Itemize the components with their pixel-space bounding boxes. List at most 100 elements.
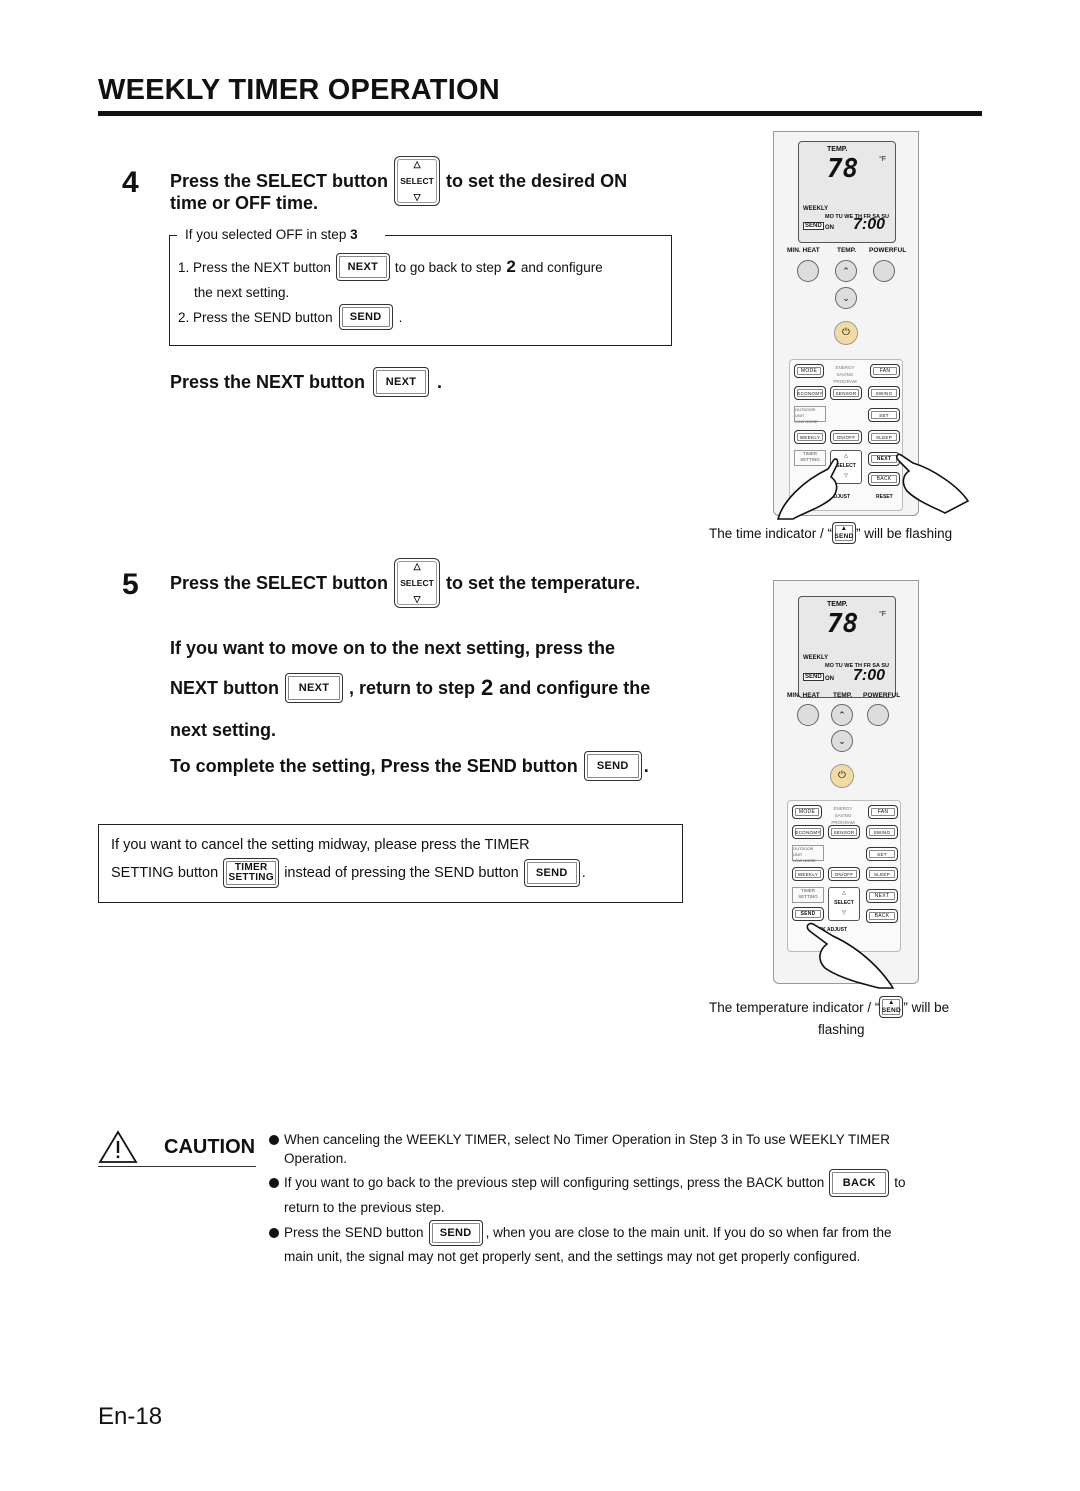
step-5-move-a: If you want to move on to the next setti… <box>170 638 616 658</box>
time-caption-a: The time indicator / “ <box>709 525 833 541</box>
on-off-button[interactable]: ON/OFF <box>830 430 862 444</box>
outdoor-text: OUTDOOR UNIT <box>793 846 814 857</box>
next-button-icon: NEXT <box>284 673 343 703</box>
lcd-send-indicator: SEND <box>803 222 824 230</box>
setting-text: SETTING <box>798 894 818 899</box>
energy-saving-text: ENERGY SAVING <box>833 806 853 818</box>
fan-button[interactable]: FAN <box>868 805 898 819</box>
fan-button[interactable]: FAN <box>870 364 900 378</box>
min-heat-label: MIN. HEAT <box>787 247 820 254</box>
powerful-button[interactable] <box>873 260 895 282</box>
caution-bullet-2: If you want to go back to the previous s… <box>269 1169 906 1197</box>
temp-up-button[interactable]: ⌃ <box>831 704 853 726</box>
select-label: SELECT <box>400 578 434 588</box>
lcd-days: MO TU WE TH FR SA SU <box>825 214 889 220</box>
select-button-icon: △SELECT▽ <box>394 156 441 206</box>
power-button[interactable]: ⏻ <box>834 321 858 345</box>
program-text: PROGRAM <box>833 379 857 384</box>
caution-2-c: return to the previous step. <box>284 1200 445 1215</box>
select-button-icon: △SELECT▽ <box>394 558 441 608</box>
back-button[interactable]: BACK <box>868 472 900 486</box>
step-4-number: 4 <box>122 166 139 199</box>
step-5-move-d: and configure the <box>499 677 651 698</box>
swing-button[interactable]: SWING <box>866 825 898 839</box>
off-note-item-1-c: and configure <box>520 259 603 275</box>
temp-label: TEMP. <box>837 247 857 254</box>
step-5-move-e: next setting. <box>170 720 277 740</box>
select-button[interactable]: △SELECT▽ <box>828 887 860 921</box>
cancel-note-d: . <box>581 865 586 881</box>
next-button[interactable]: NEXT <box>866 889 898 903</box>
min-heat-button[interactable] <box>797 260 819 282</box>
time-caption-b: ” will be flashing <box>856 525 953 541</box>
lcd-temp-label: TEMP. <box>827 146 848 153</box>
next-button-icon: NEXT <box>373 367 430 397</box>
off-note-item-2-a: 2. Press the SEND button <box>178 309 333 325</box>
caution-3-b: , when you are close to the main unit. I… <box>485 1225 892 1240</box>
remote-lcd: TEMP. 78 °F WEEKLY MO TU WE TH FR SA SU … <box>798 141 896 243</box>
step-5-heading-b: to set the temperature. <box>446 572 641 593</box>
step-4-heading-c: time or OFF time. <box>170 193 319 213</box>
weekly-button[interactable]: WEEKLY <box>792 867 824 881</box>
remote-illustration-2: TEMP. 78 °F WEEKLY MO TU WE TH FR SA SU … <box>773 580 919 989</box>
send-button-icon: SEND <box>338 304 393 330</box>
back-button-icon: BACK <box>829 1169 890 1197</box>
step-5-heading: Press the SELECT button △SELECT▽ to set … <box>170 555 640 611</box>
set-button[interactable]: SET <box>868 408 900 422</box>
lcd-on: ON <box>825 225 834 231</box>
caution-bullet-3: Press the SEND button SEND , when you ar… <box>269 1220 892 1246</box>
cancel-note-box: If you want to cancel the setting midway… <box>98 824 683 903</box>
mode-button[interactable]: MODE <box>794 364 824 378</box>
cancel-note-line-2: SETTING button TIMER SETTING instead of … <box>111 858 586 888</box>
energy-saving-text: ENERGY SAVING <box>835 365 855 377</box>
on-off-button[interactable]: ON/OFF <box>828 867 860 881</box>
temp-down-button[interactable]: ⌄ <box>831 730 853 752</box>
sleep-button[interactable]: SLEEP <box>866 867 898 881</box>
sleep-button[interactable]: SLEEP <box>868 430 900 444</box>
lcd-send-indicator: SEND <box>803 673 824 681</box>
lcd-temp-label: TEMP. <box>827 601 848 608</box>
mode-button[interactable]: MODE <box>792 805 822 819</box>
step-5-move-line: NEXT button NEXT , return to step 2 and … <box>170 672 650 704</box>
caution-3-c: main unit, the signal may not get proper… <box>284 1249 861 1264</box>
caution-label: CAUTION <box>164 1136 256 1158</box>
set-button[interactable]: SET <box>866 847 898 861</box>
temp-caption-a: The temperature indicator / “ <box>709 999 880 1015</box>
off-note-item-1-b: to go back to step <box>394 259 502 275</box>
low-noise-text: LOW NOISE <box>793 858 816 863</box>
step-5-heading-a: Press the SELECT button <box>170 572 389 593</box>
weekly-button[interactable]: WEEKLY <box>794 430 826 444</box>
power-button[interactable]: ⏻ <box>830 764 854 788</box>
lcd-days: MO TU WE TH FR SA SU <box>825 663 889 669</box>
sensor-button[interactable]: SENSOR <box>830 386 862 400</box>
caution-2-b: to <box>894 1175 906 1190</box>
temp-down-button[interactable]: ⌄ <box>835 287 857 309</box>
step-4-heading-b: to set the desired ON <box>446 170 628 191</box>
lcd-time: 7:00 <box>853 667 886 684</box>
off-note-item-1-a: 1. Press the NEXT button <box>178 259 331 275</box>
page-number: En-18 <box>98 1403 163 1430</box>
timer-label: TIMER <box>234 862 268 873</box>
economy-button[interactable]: ECONOMY <box>792 825 824 839</box>
timer-text: TIMER <box>803 451 817 456</box>
swing-button[interactable]: SWING <box>868 386 900 400</box>
lcd-on: ON <box>825 676 834 682</box>
send-button[interactable]: SEND <box>792 907 824 921</box>
min-heat-button[interactable] <box>797 704 819 726</box>
powerful-button[interactable] <box>867 704 889 726</box>
economy-button[interactable]: ECONOMY <box>794 386 826 400</box>
temp-caption-b: ” will be <box>903 999 950 1015</box>
back-button[interactable]: BACK <box>866 909 898 923</box>
caution-1-a: When canceling the WEEKLY TIMER, select … <box>284 1132 891 1147</box>
cancel-note-c: instead of pressing the SEND button <box>284 865 519 881</box>
sensor-button[interactable]: SENSOR <box>828 825 860 839</box>
step-5-number: 5 <box>122 568 139 601</box>
temp-up-button[interactable]: ⌃ <box>835 260 857 282</box>
off-note-title-step: 3 <box>350 227 358 242</box>
